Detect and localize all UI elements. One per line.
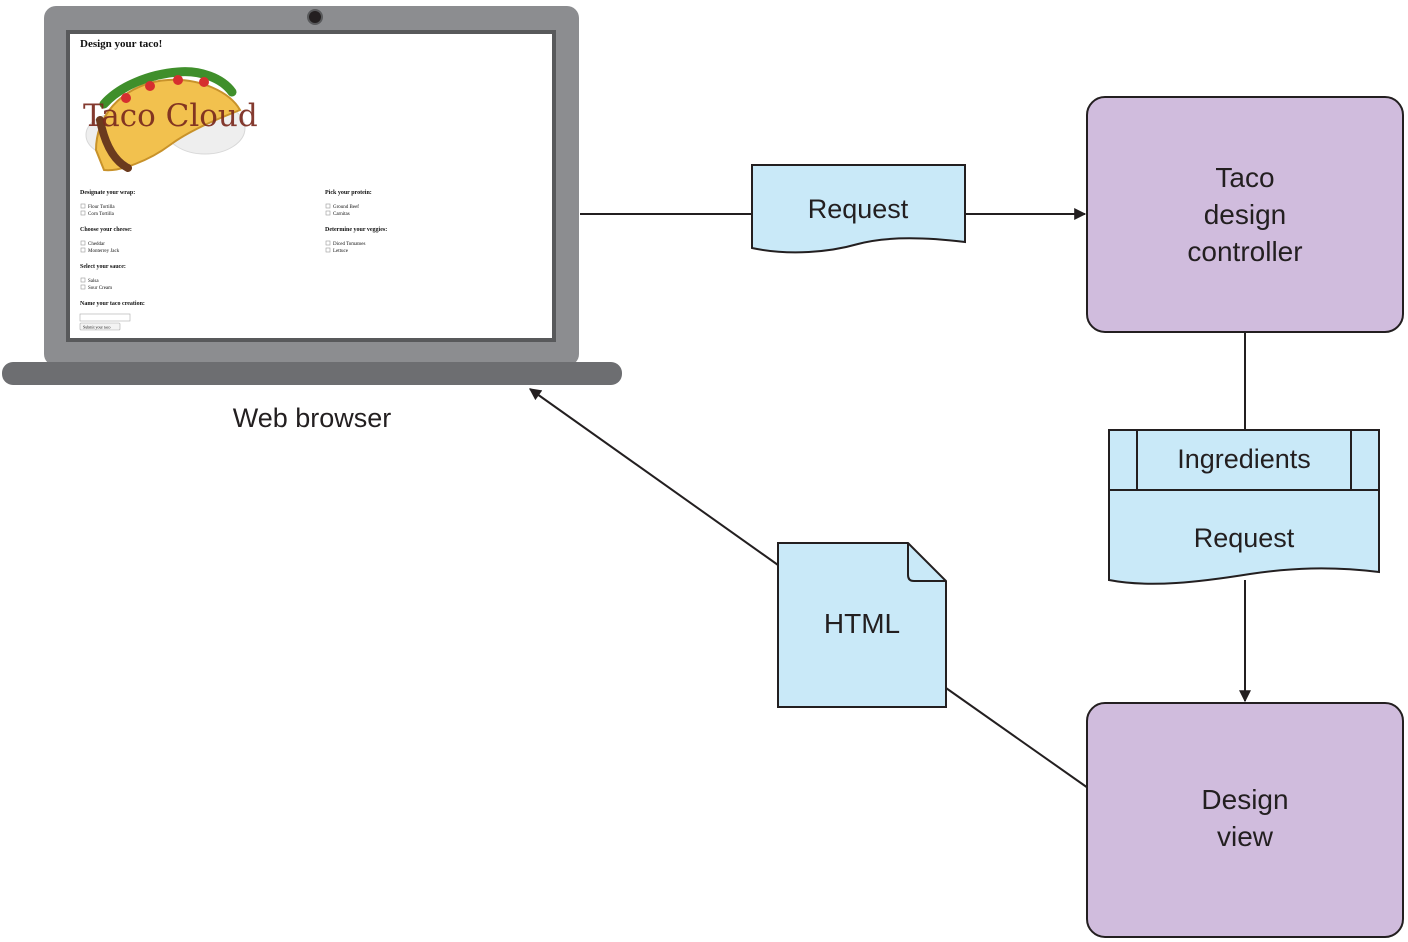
name-label: Name your taco creation: bbox=[80, 301, 145, 307]
web-browser-caption: Web browser bbox=[233, 403, 392, 433]
group-title: Designate your wrap: bbox=[80, 190, 135, 196]
request-label: Request bbox=[808, 194, 909, 224]
group-title: Determine your veggies: bbox=[325, 227, 387, 233]
checkbox[interactable] bbox=[80, 277, 86, 283]
connector-view-to-html bbox=[945, 687, 1089, 789]
html-label: HTML bbox=[824, 608, 900, 639]
taco-cloud-logo: Taco Cloud bbox=[83, 67, 258, 172]
browser-page: Design your taco! Taco Cloud Designate y… bbox=[79, 38, 387, 331]
model-request-label: Request bbox=[1194, 523, 1295, 553]
option-label: Corn Tortilla bbox=[88, 212, 115, 217]
option-label: Carnitas bbox=[333, 212, 350, 217]
form-group-protein: Pick your protein: Ground Beef Carnitas bbox=[325, 190, 372, 217]
option-label: Lettuce bbox=[333, 249, 349, 254]
option-label: Cheddar bbox=[88, 242, 105, 247]
logo-text: Taco Cloud bbox=[83, 98, 258, 134]
controller-line-3: controller bbox=[1187, 236, 1302, 267]
controller-line-1: Taco bbox=[1215, 162, 1274, 193]
checkbox[interactable] bbox=[80, 247, 86, 253]
option-label: Sour Cream bbox=[88, 286, 112, 291]
checkbox[interactable] bbox=[325, 203, 331, 209]
group-title: Select your sauce: bbox=[80, 264, 126, 270]
option-label: Monterrey Jack bbox=[88, 249, 120, 254]
model-ingredients-request: Ingredients Request bbox=[1108, 429, 1380, 585]
webcam-icon bbox=[307, 9, 323, 25]
form-group-veggies: Determine your veggies: Diced Tomatoes L… bbox=[325, 227, 387, 254]
option-label: Diced Tomatoes bbox=[333, 242, 366, 247]
checkbox[interactable] bbox=[80, 284, 86, 290]
view-line-1: Design bbox=[1201, 784, 1288, 815]
group-title: Choose your cheese: bbox=[80, 227, 132, 233]
checkbox[interactable] bbox=[325, 247, 331, 253]
ingredients-label: Ingredients bbox=[1177, 444, 1311, 474]
laptop bbox=[2, 6, 622, 385]
form-group-wrap: Designate your wrap: Flour Tortilla Corn… bbox=[80, 190, 135, 217]
option-label: Flour Tortilla bbox=[88, 205, 115, 210]
html-document: HTML bbox=[777, 542, 947, 708]
taco-design-controller: Taco design controller bbox=[1086, 96, 1404, 333]
checkbox[interactable] bbox=[80, 210, 86, 216]
controller-line-2: design bbox=[1204, 199, 1287, 230]
submit-label: Submit your taco bbox=[83, 325, 111, 330]
checkbox[interactable] bbox=[325, 240, 331, 246]
arrow-html-to-browser bbox=[529, 388, 779, 566]
checkbox[interactable] bbox=[325, 210, 331, 216]
design-view: Design view bbox=[1086, 702, 1404, 938]
form-group-sauce: Select your sauce: Salsa Sour Cream bbox=[80, 264, 126, 291]
request-document: Request bbox=[751, 164, 966, 254]
page-heading: Design your taco! bbox=[80, 38, 162, 50]
checkbox[interactable] bbox=[80, 240, 86, 246]
group-title: Pick your protein: bbox=[325, 190, 372, 196]
taco-name-input[interactable] bbox=[79, 313, 131, 322]
checkbox[interactable] bbox=[80, 203, 86, 209]
view-line-2: view bbox=[1217, 821, 1274, 852]
submit-button[interactable] bbox=[79, 322, 121, 331]
form-group-cheese: Choose your cheese: Cheddar Monterrey Ja… bbox=[80, 227, 132, 254]
laptop-base bbox=[2, 362, 622, 385]
option-label: Ground Beef bbox=[333, 205, 359, 210]
option-label: Salsa bbox=[88, 279, 99, 284]
